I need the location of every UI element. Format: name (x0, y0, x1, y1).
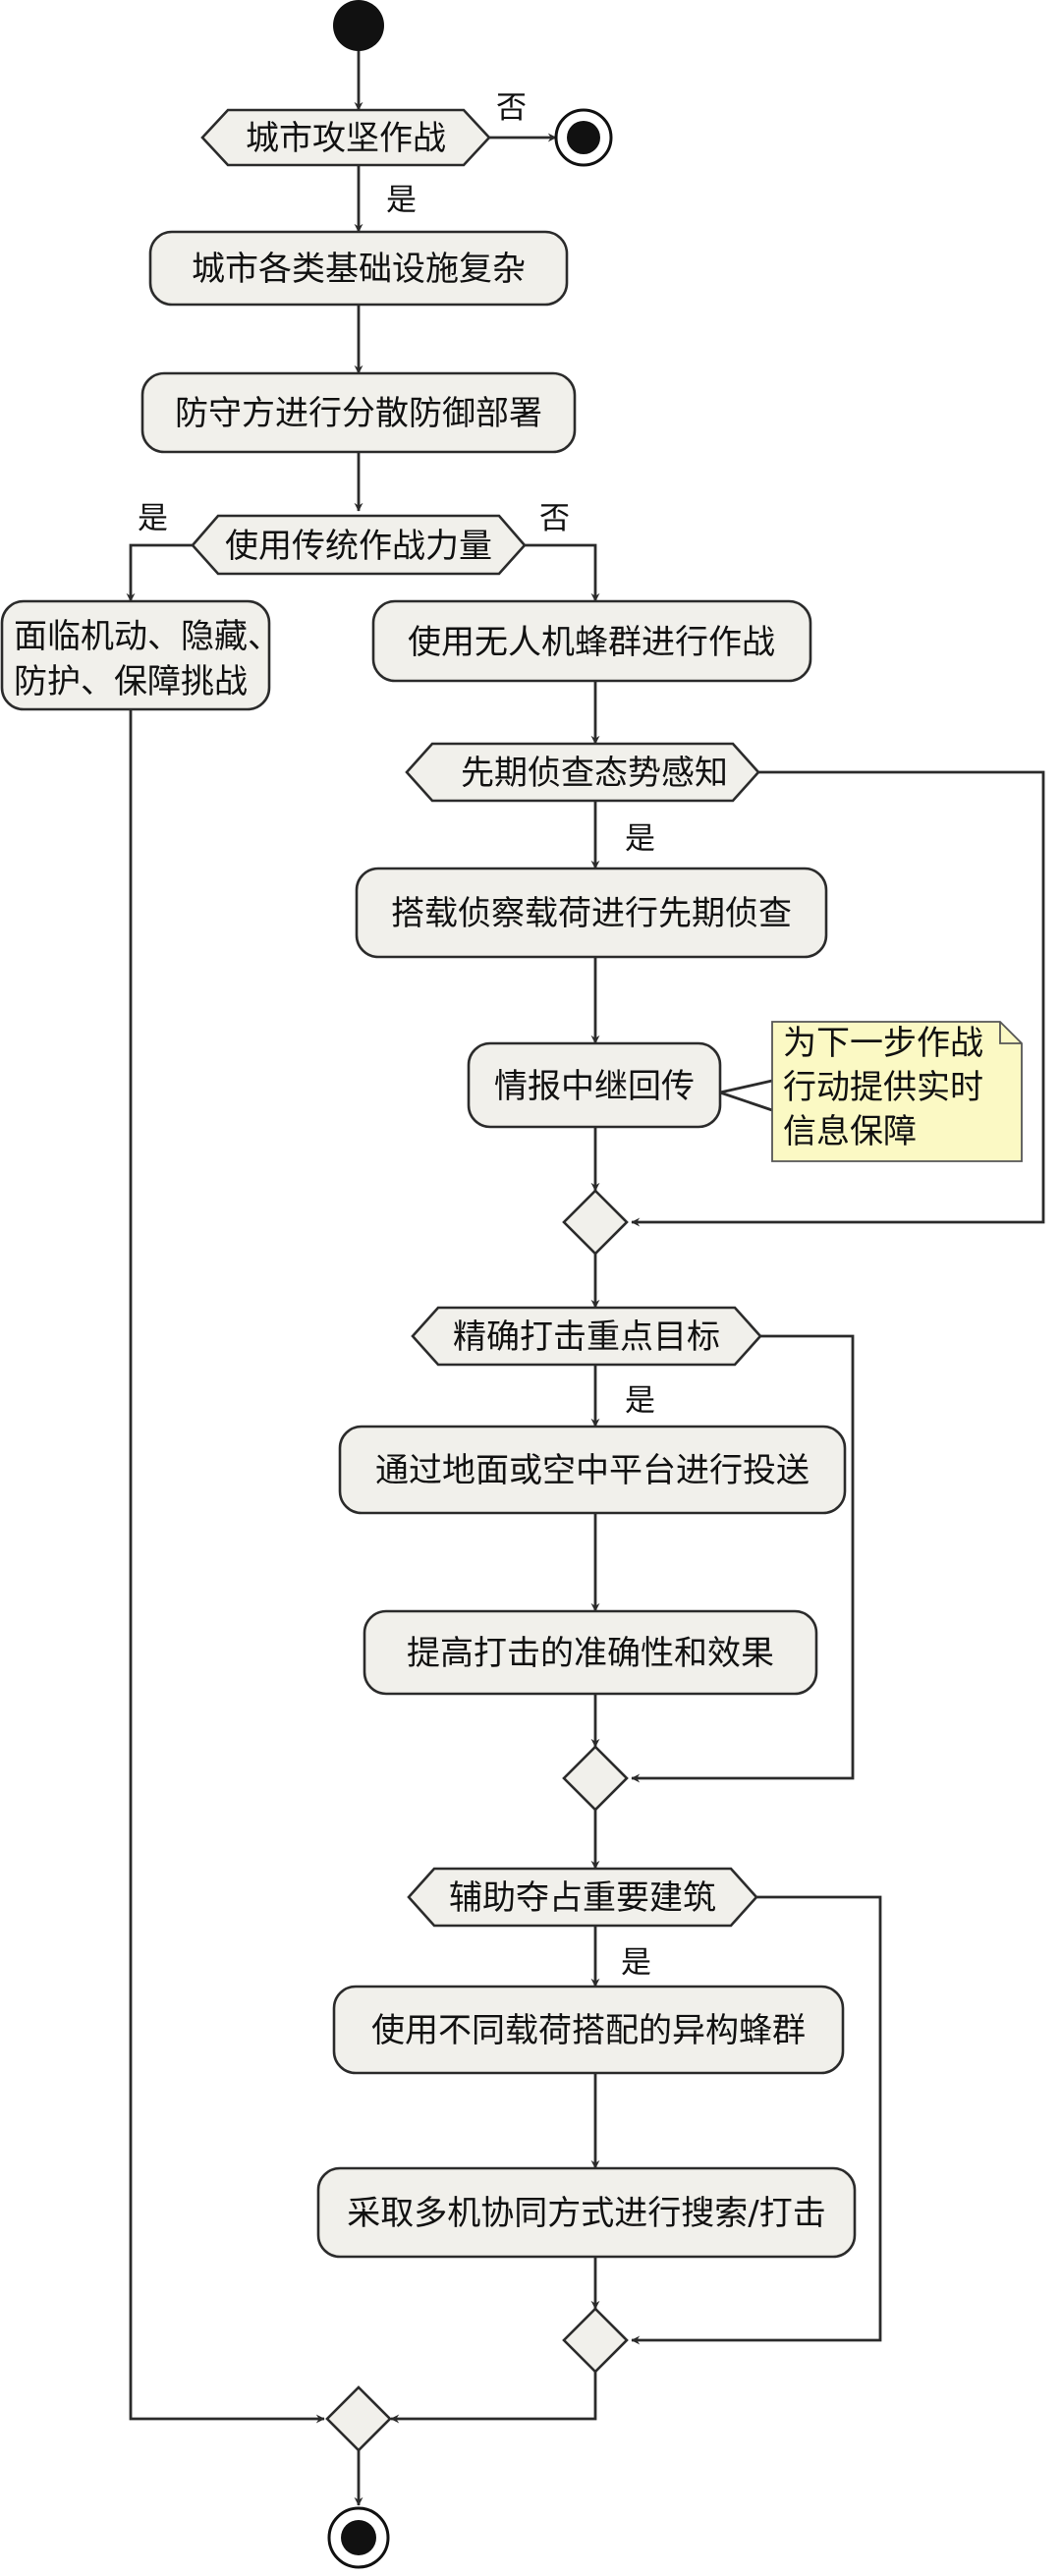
edge-strike-no-bypass (631, 1334, 855, 1783)
end-node-top (554, 108, 613, 167)
action-recon-payload-text: 搭载侦察载荷进行先期侦查 (391, 894, 792, 933)
action-challenge-line2: 防护、保障挑战 (14, 662, 248, 701)
note-connector (719, 1079, 773, 1094)
action-recon-payload: 搭载侦察载荷进行先期侦查 (355, 867, 828, 959)
action-challenge-line1: 面临机动、隐藏、 (14, 617, 281, 656)
decision-recon: 先期侦查态势感知 (405, 742, 760, 803)
decision-seize: 辅助夺占重要建筑 (407, 1867, 758, 1928)
note-connector-2 (719, 1091, 773, 1112)
decision-city-text: 城市攻坚作战 (246, 119, 446, 158)
decision-strike-text: 精确打击重点目标 (453, 1317, 720, 1357)
decision-traditional-text: 使用传统作战力量 (225, 527, 492, 566)
edges (126, 51, 1045, 2506)
start-node (333, 0, 384, 51)
action-defense-text: 防守方进行分散防御部署 (175, 394, 542, 433)
merge-diamond-1 (562, 1189, 629, 1256)
label-seize-yes: 是 (621, 1945, 651, 1981)
action-challenge: 面临机动、隐藏、 防护、保障挑战 (0, 599, 281, 711)
action-infra: 城市各类基础设施复杂 (148, 230, 569, 307)
action-hetero-swarm: 使用不同载荷搭配的异构蜂群 (332, 1985, 845, 2075)
action-search-strike-text: 采取多机协同方式进行搜索/打击 (347, 2194, 825, 2233)
decision-seize-text: 辅助夺占重要建筑 (449, 1878, 716, 1918)
action-search-strike: 采取多机协同方式进行搜索/打击 (316, 2166, 857, 2259)
edge-traditional-yes-to-challenge (126, 543, 193, 602)
decision-city: 城市攻坚作战 (200, 108, 491, 167)
decision-recon-text: 先期侦查态势感知 (461, 754, 728, 793)
action-accuracy-text: 提高打击的准确性和效果 (407, 1634, 774, 1673)
edge-traditional-no-to-swarm (525, 543, 600, 602)
edge-challenge-to-final-merge (129, 709, 325, 2424)
note-line3: 信息保障 (783, 1112, 917, 1151)
action-accuracy: 提高打击的准确性和效果 (363, 1609, 818, 1696)
action-hetero-swarm-text: 使用不同载荷搭配的异构蜂群 (371, 2011, 806, 2050)
label-city-no: 否 (496, 90, 527, 126)
action-deliver: 通过地面或空中平台进行投送 (338, 1425, 847, 1515)
action-relay-text: 情报中继回传 (494, 1067, 695, 1106)
action-swarm: 使用无人机蜂群进行作战 (371, 599, 812, 683)
note-line1: 为下一步作战 (783, 1024, 983, 1063)
action-swarm-text: 使用无人机蜂群进行作战 (408, 623, 775, 662)
decision-strike: 精确打击重点目标 (411, 1306, 762, 1367)
action-infra-text: 城市各类基础设施复杂 (192, 250, 526, 289)
label-strike-yes: 是 (625, 1383, 655, 1419)
label-traditional-no: 否 (539, 501, 570, 536)
label-traditional-yes: 是 (138, 501, 168, 536)
merge-diamond-final (325, 2385, 392, 2452)
action-defense: 防守方进行分散防御部署 (140, 371, 577, 454)
edge-recon-no-bypass (631, 770, 1045, 1227)
end-node-bottom (327, 2506, 390, 2569)
decision-traditional: 使用传统作战力量 (191, 514, 527, 576)
merge-diamond-3 (562, 2307, 629, 2374)
action-relay: 情报中继回传 (467, 1041, 722, 1129)
edge-seize-no-bypass (631, 1895, 882, 2345)
edge-merge3-to-final-merge (390, 2372, 597, 2424)
label-city-yes: 是 (386, 183, 417, 218)
note-line2: 行动提供实时 (783, 1068, 983, 1107)
label-recon-yes: 是 (625, 821, 655, 857)
action-deliver-text: 通过地面或空中平台进行投送 (375, 1451, 810, 1490)
note-info-support: 为下一步作战 行动提供实时 信息保障 (771, 1021, 1023, 1162)
merge-diamond-2 (562, 1745, 629, 1812)
